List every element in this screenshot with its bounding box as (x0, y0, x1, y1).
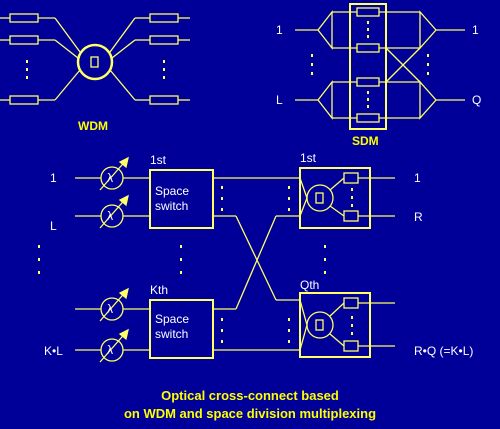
caption-line-1: Optical cross-connect based (161, 388, 339, 403)
sdm-diagram (295, 3, 465, 130)
caption-line-2: on WDM and space division multiplexing (124, 406, 376, 421)
lambda-3: λ (107, 302, 113, 316)
occ-diagram (38, 156, 395, 363)
wdm-right-filters (109, 13, 190, 105)
sdm-input-top: 1 (276, 23, 283, 37)
occ-input-1: 1 (50, 171, 57, 185)
switch-bottom-label-2: switch (155, 327, 188, 341)
sdm-inputs (295, 10, 333, 120)
sdm-outputs (419, 10, 465, 120)
sdm-output-bottom: Q (472, 93, 481, 107)
sdm-output-top: 1 (472, 23, 479, 37)
occ-output-1: 1 (414, 171, 421, 185)
lambda-2: λ (107, 209, 113, 223)
switch-top-index: 1st (150, 153, 167, 167)
mux-top-index: 1st (300, 151, 317, 165)
occ-input-L: L (50, 219, 57, 233)
switch-interconnect (213, 177, 300, 351)
sdm-crossover (385, 47, 421, 83)
switch-top-label-1: Space (155, 184, 189, 198)
occ-input-KL: K•L (44, 344, 63, 358)
switch-bottom-index: Kth (150, 283, 168, 297)
lambda-4: λ (107, 343, 113, 357)
switch-top-label-2: switch (155, 199, 188, 213)
lambda-1: λ (107, 171, 113, 185)
space-switches (38, 169, 223, 359)
sdm-switch-array (332, 3, 420, 130)
tunable-lasers (75, 156, 150, 363)
wdm-diagram (0, 13, 190, 105)
wdm-left-filters (0, 13, 81, 105)
sdm-label: SDM (352, 134, 379, 148)
wdm-center-coupler (76, 43, 114, 81)
wdm-mux-units (288, 167, 395, 358)
occ-output-R: R (414, 210, 423, 224)
mux-bottom-index: Qth (300, 278, 319, 292)
sdm-input-bottom: L (276, 93, 283, 107)
wdm-label: WDM (78, 119, 108, 133)
occ-output-RQ: R•Q (=K•L) (414, 344, 473, 358)
switch-bottom-label-1: Space (155, 312, 189, 326)
